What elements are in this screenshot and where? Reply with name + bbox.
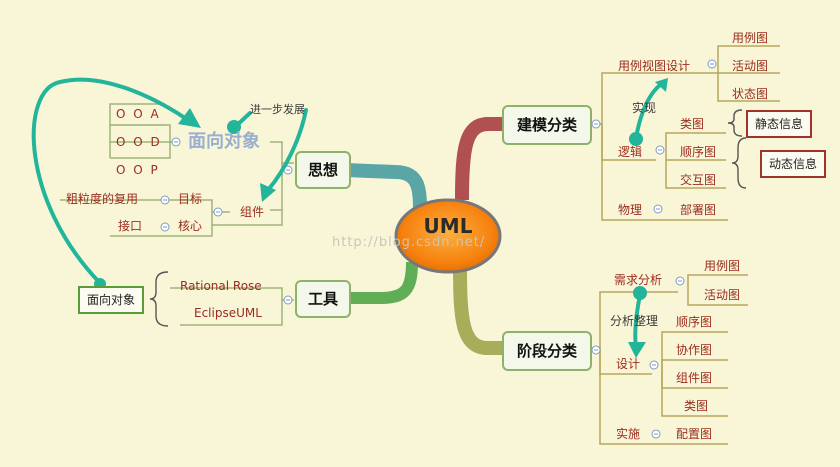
logic-class-diagram[interactable]: 类图 [680,117,705,131]
design-sequence-diagram[interactable]: 顺序图 [676,315,713,329]
dynamic-info-box: 动态信息 [760,150,826,178]
center-node[interactable]: UML [423,214,473,238]
modeling-activity-diagram[interactable]: 活动图 [732,59,769,73]
arrow-oo-to-component [266,108,308,192]
logic-sequence-diagram[interactable]: 顺序图 [680,145,717,159]
impl-deployment-diagram[interactable]: 配置图 [676,427,713,441]
oo-note: 进一步发展 [250,103,305,116]
brace-tools [149,271,169,327]
component-label[interactable]: 组件 [240,205,265,219]
phases-note: 分析整理 [610,314,659,328]
brace-static [727,109,743,137]
req-activity-diagram[interactable]: 活动图 [704,288,741,302]
modeling-usecase-diagram[interactable]: 用例图 [732,31,769,45]
design-label[interactable]: 设计 [616,357,641,371]
callout-oo: 面向对象 [78,286,144,314]
node-phases[interactable]: 阶段分类 [502,331,592,371]
oo-item-ooa[interactable]: O O A [116,107,161,121]
design-class-diagram[interactable]: 类图 [684,399,709,413]
modeling-note: 实现 [632,101,657,115]
static-info-box: 静态信息 [746,110,812,138]
branch-thought [344,163,427,215]
logic-interaction-diagram[interactable]: 交互图 [680,173,717,187]
component-core[interactable]: 核心 [178,219,203,233]
modeling-state-diagram[interactable]: 状态图 [732,87,769,101]
requirements-label[interactable]: 需求分析 [614,273,663,287]
oo-item-oop[interactable]: O O P [116,163,160,177]
branch-tools [345,261,418,304]
physical-label[interactable]: 物理 [618,203,643,217]
component-goal[interactable]: 目标 [178,192,203,206]
req-usecase-diagram[interactable]: 用例图 [704,259,741,273]
tool-eclipseuml[interactable]: EclipseUML [194,306,262,320]
usecase-view-design[interactable]: 用例视图设计 [618,59,691,73]
component-detail-reuse[interactable]: 粗粒度的复用 [66,192,139,206]
design-component-diagram[interactable]: 组件图 [676,371,713,385]
arrow-oo-loop [31,77,187,285]
oo-item-ood[interactable]: O O D [116,135,162,149]
brace-dynamic [731,137,747,189]
node-thought[interactable]: 思想 [295,151,351,189]
component-detail-interface[interactable]: 接口 [118,219,143,233]
tool-rational-rose[interactable]: Rational Rose [180,279,262,293]
node-modeling[interactable]: 建模分类 [502,105,592,145]
branch-modeling [455,117,504,201]
watermark: http://blog.csdn.net/ [332,235,486,250]
physical-deployment-diagram[interactable]: 部署图 [680,203,717,217]
logic-label[interactable]: 逻辑 [618,145,643,159]
implementation-label[interactable]: 实施 [616,427,641,441]
branch-phases [453,264,504,355]
oo-label[interactable]: 面向对象 [188,131,260,152]
center-node-shape [394,198,502,274]
node-tools[interactable]: 工具 [295,280,351,318]
design-collaboration-diagram[interactable]: 协作图 [676,343,713,357]
